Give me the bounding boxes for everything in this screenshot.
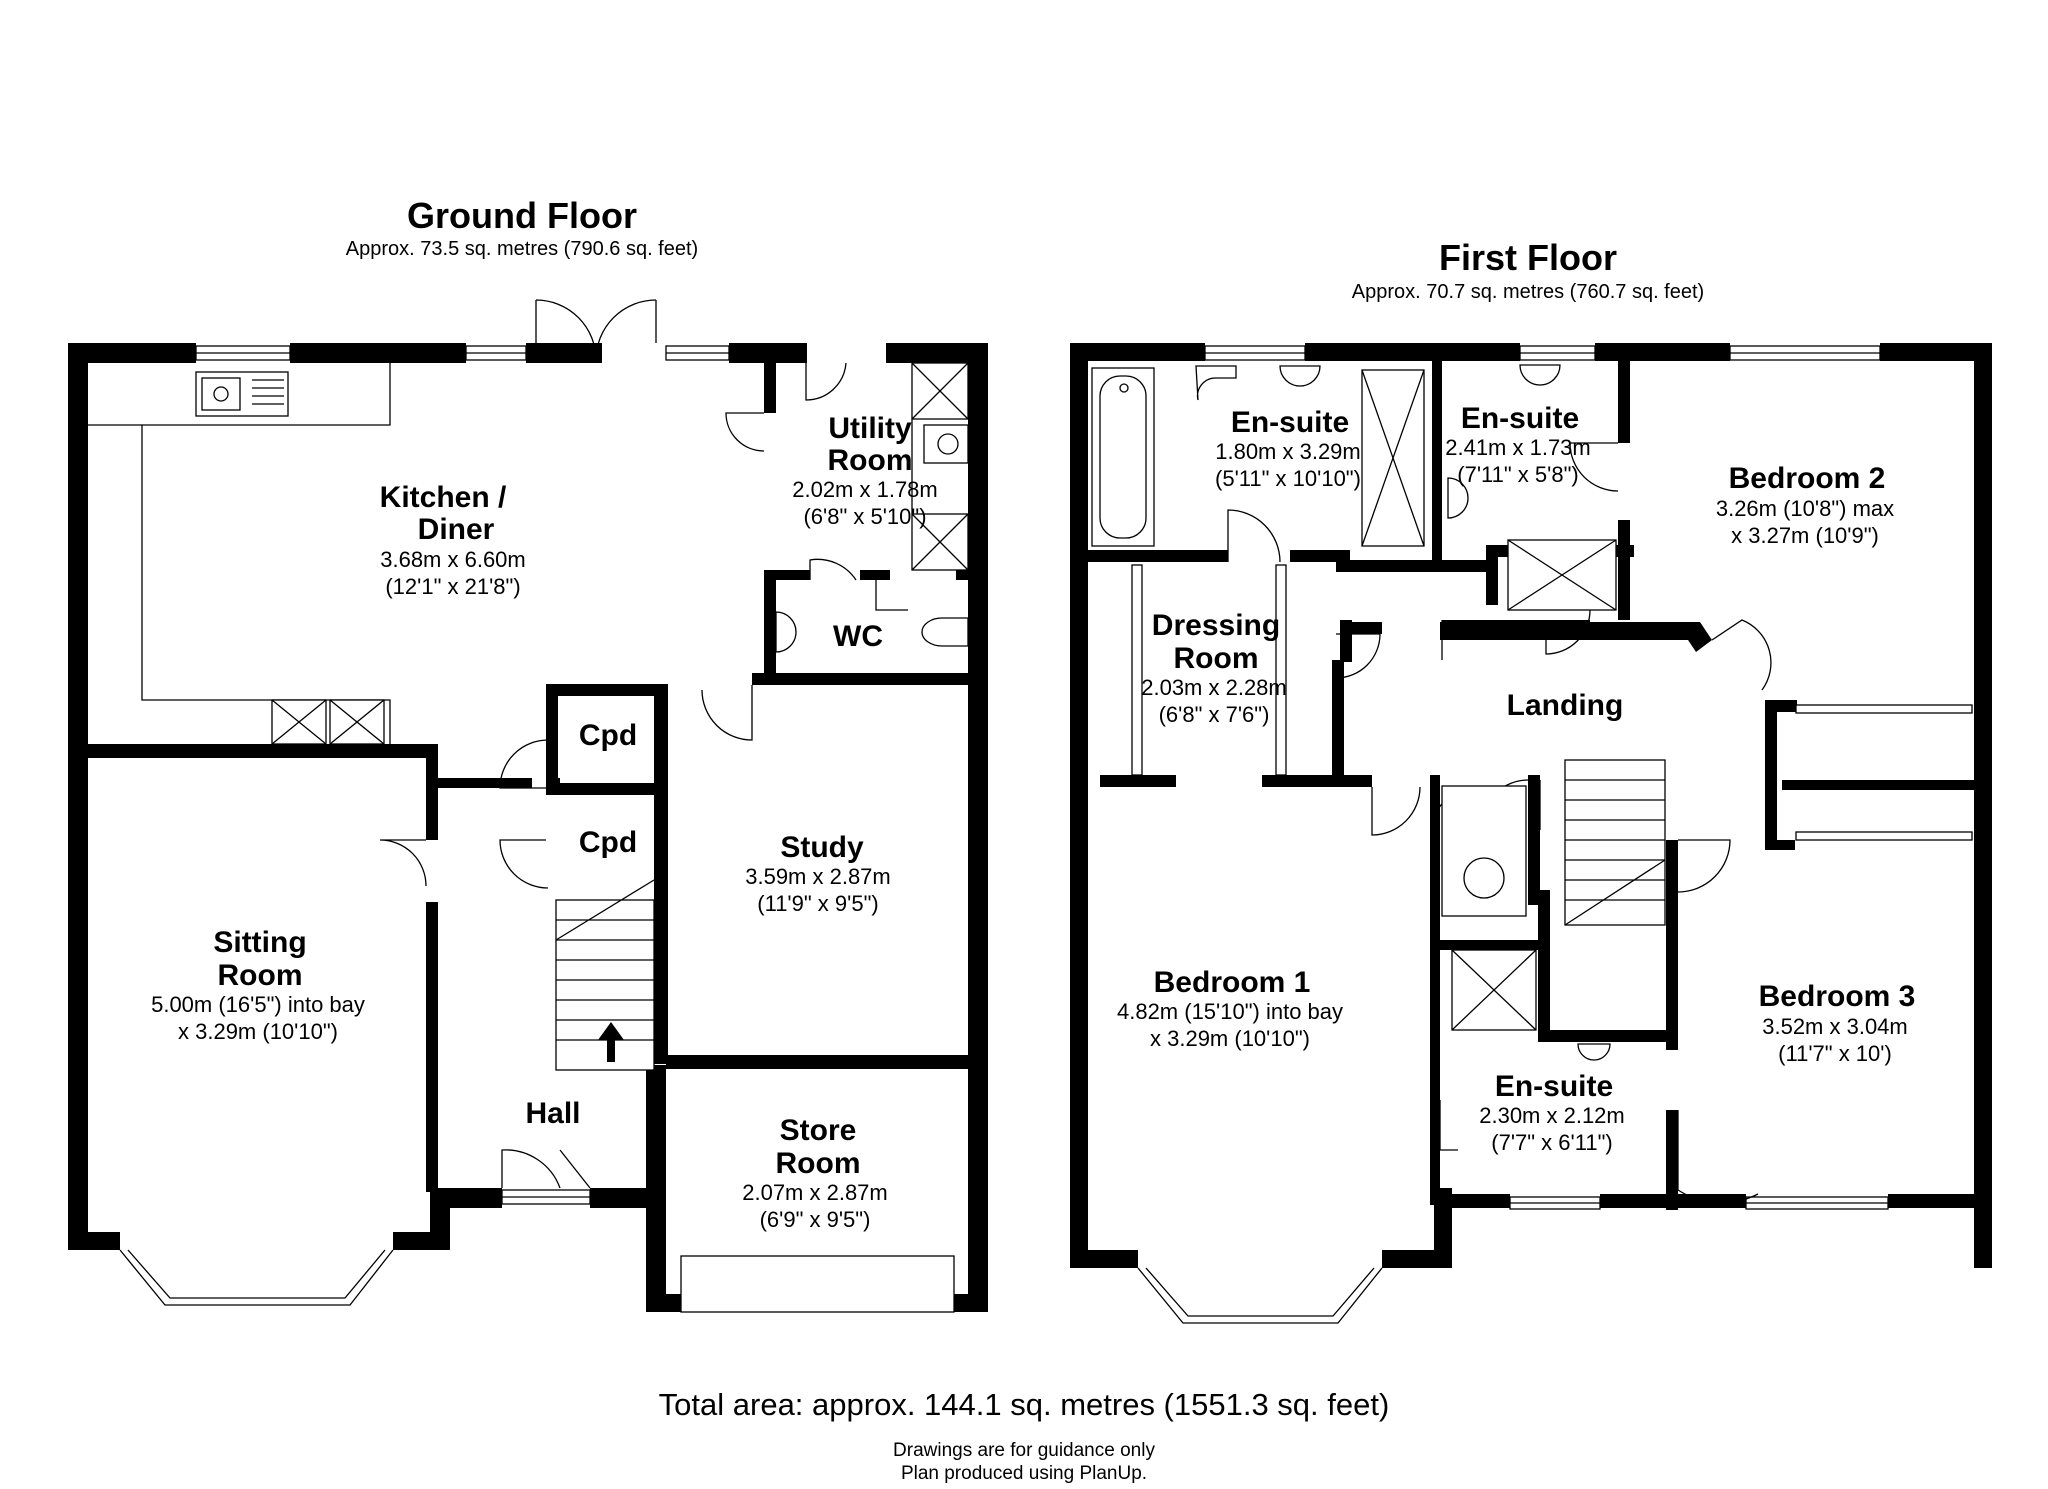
ground-floor-plan: Ground Floor Approx. 73.5 sq. metres (79… [68,195,988,1313]
bedroom-3-dim-2: (11'7" x 10') [1778,1041,1892,1066]
ground-floor-stairs [555,879,655,1071]
ground-floor-windows [119,345,955,1313]
ground-floor-title: Ground Floor [407,195,637,236]
study-name: Study [780,831,864,864]
bedroom-1-dim-1: 4.82m (15'10") into bay [1117,999,1343,1024]
bedroom-1-name: Bedroom 1 [1154,966,1311,999]
store-dim-2: (6'9" x 9'5") [760,1207,871,1232]
dressing-dim-1: 2.03m x 2.28m [1141,675,1287,700]
ground-floor-labels: Kitchen / Diner 3.68m x 6.60m (12'1" x 2… [151,412,938,1232]
first-floor-labels: En-suite 1.80m x 3.29m (5'11" x 10'10") … [1117,402,1915,1155]
store-dim-1: 2.07m x 2.87m [742,1180,888,1205]
bedroom-3-dim-1: 3.52m x 3.04m [1762,1014,1908,1039]
french-doors [535,299,657,361]
total-area: Total area: approx. 144.1 sq. metres (15… [659,1387,1390,1422]
bedroom-2-dim-2: x 3.27m (10'9") [1731,523,1879,548]
first-floor-area: Approx. 70.7 sq. metres (760.7 sq. feet) [1352,281,1704,303]
wc-name: WC [833,620,883,653]
ensuite-3-dim-1: 2.30m x 2.12m [1479,1103,1625,1128]
kitchen-name-2: Diner [418,513,495,546]
sitting-dim-2: x 3.29m (10'10") [178,1019,338,1044]
ensuite-1-dim-2: (5'11" x 10'10") [1215,466,1361,491]
footer: Total area: approx. 144.1 sq. metres (15… [659,1387,1390,1484]
ground-floor-doors [379,362,908,1189]
first-floor-title: First Floor [1439,237,1617,278]
dressing-name-1: Dressing [1152,609,1280,642]
bedroom-2-dim-1: 3.26m (10'8") max [1716,496,1894,521]
study-dim-1: 3.59m x 2.87m [745,864,891,889]
dressing-name-2: Room [1174,642,1259,675]
sitting-name-1: Sitting [213,926,306,959]
kitchen-dim-2: (12'1" x 21'8") [385,574,520,599]
utility-dim-1: 2.02m x 1.78m [792,477,938,502]
sitting-name-2: Room [218,959,303,992]
sitting-dim-1: 5.00m (16'5") into bay [151,992,365,1017]
study-dim-2: (11'9" x 9'5") [757,891,878,916]
first-floor-fittings [1091,364,1973,1061]
ensuite-3-name: En-suite [1495,1070,1613,1103]
kitchen-fittings [88,362,969,745]
bedroom-1-dim-2: x 3.29m (10'10") [1150,1026,1310,1051]
ensuite-1-name: En-suite [1231,406,1349,439]
first-floor-windows [1137,345,1889,1324]
cpd-1-name: Cpd [579,719,637,752]
landing-name: Landing [1507,689,1624,722]
first-floor-plan: First Floor Approx. 70.7 sq. metres (760… [1070,237,1992,1324]
ensuite-2-dim-2: (7'11" x 5'8") [1457,462,1578,487]
ensuite-1-dim-1: 1.80m x 3.29m [1215,439,1361,464]
ensuite-2-dim-1: 2.41m x 1.73m [1445,435,1591,460]
kitchen-name-1: Kitchen / [380,481,507,514]
ensuite-2-name: En-suite [1461,402,1579,435]
cpd-2-name: Cpd [579,826,637,859]
ground-floor-area: Approx. 73.5 sq. metres (790.6 sq. feet) [346,238,698,260]
first-floor-doors [1227,442,1772,1204]
utility-name-2: Room [828,444,913,477]
bedroom-2-name: Bedroom 2 [1729,462,1886,495]
guidance-note: Drawings are for guidance only [893,1440,1155,1461]
first-floor-walls [1070,343,1992,1268]
utility-name-1: Utility [828,412,912,445]
store-name-2: Room [776,1147,861,1180]
ground-floor-walls [68,343,988,1312]
ensuite-3-dim-2: (7'7" x 6'11") [1491,1130,1612,1155]
hall-name: Hall [525,1097,580,1130]
bedroom-3-name: Bedroom 3 [1759,980,1916,1013]
store-name-1: Store [780,1114,857,1147]
utility-dim-2: (6'8" x 5'10") [803,504,926,529]
kitchen-dim-1: 3.68m x 6.60m [380,547,526,572]
dressing-dim-2: (6'8" x 7'6") [1159,702,1270,727]
planup-note: Plan produced using PlanUp. [901,1463,1147,1484]
